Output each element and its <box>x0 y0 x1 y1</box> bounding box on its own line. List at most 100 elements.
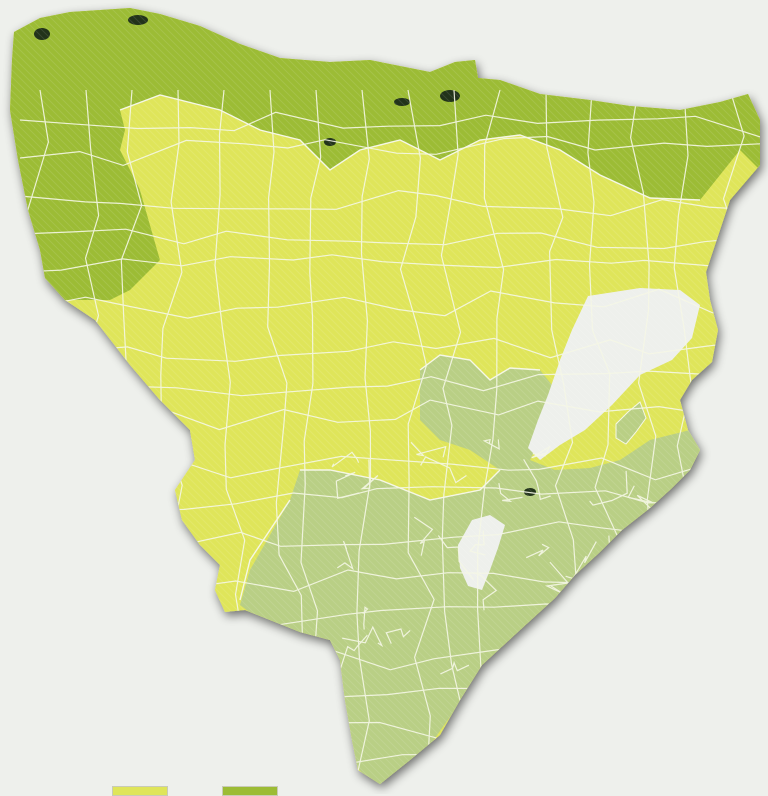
hatch-line <box>0 0 1 794</box>
islet <box>615 401 647 445</box>
municipal-border-line <box>399 89 435 784</box>
hatch-line <box>158 8 760 784</box>
municipal-border-line <box>19 228 758 250</box>
municipal-border-line <box>498 482 523 503</box>
municipal-border-line <box>410 441 447 458</box>
hatch-line <box>536 8 760 784</box>
hatch-line <box>256 8 760 784</box>
municipal-border-line <box>336 540 354 571</box>
regional-boundaries <box>119 94 701 601</box>
hatch-line <box>109 8 760 784</box>
municipal-border-line <box>19 111 760 141</box>
municipal-border-line <box>592 564 628 597</box>
hatch-line <box>620 8 760 784</box>
municipal-border-line <box>331 451 360 468</box>
municipal-border-line <box>589 470 628 506</box>
hatch-line <box>242 8 760 784</box>
hatch-line <box>417 8 760 784</box>
hatch-line <box>0 0 617 794</box>
municipal-border-line <box>342 625 384 648</box>
hatch-line <box>0 0 561 794</box>
hatch-line <box>585 8 760 784</box>
hatch-line <box>473 8 760 784</box>
municipal-border-line <box>19 288 760 319</box>
municipal-border-line <box>353 89 372 784</box>
municipal-border-line <box>19 254 760 273</box>
hatch-line <box>165 8 760 784</box>
municipal-border-line <box>335 471 360 499</box>
hatch-line <box>0 0 610 794</box>
hatch-line <box>0 0 603 794</box>
hatch-line <box>144 8 760 784</box>
municipal-border-line <box>621 583 635 606</box>
hatch-line <box>508 8 760 784</box>
hatch-line <box>543 8 760 784</box>
hatch-line <box>116 8 760 784</box>
hatch-line <box>459 8 760 784</box>
municipal-border-line <box>420 456 467 484</box>
municipal-border-line <box>473 571 498 611</box>
hatch-line <box>214 8 760 784</box>
hatch-line <box>263 8 760 784</box>
hatch-line <box>606 8 760 784</box>
hatch-line <box>557 8 760 784</box>
municipal-border-line <box>650 645 692 675</box>
hatch-line <box>389 8 760 784</box>
hatch-line <box>410 8 760 784</box>
hatch-line <box>0 0 582 794</box>
hatch-line <box>487 8 760 784</box>
bay-east <box>528 288 700 460</box>
hatch-line <box>550 8 760 784</box>
hatch-line <box>0 0 8 794</box>
hatch-line <box>501 8 760 784</box>
hatch-line <box>529 8 760 784</box>
municipal-border-line <box>19 189 758 217</box>
municipal-border-line <box>525 543 550 559</box>
municipal-border-line <box>362 606 369 630</box>
hatch-line <box>403 8 760 784</box>
water-bodies <box>458 288 700 590</box>
municipal-border-line <box>565 541 597 580</box>
hatch-line <box>249 8 760 784</box>
hatch-line <box>221 8 760 784</box>
hatch-line <box>0 0 568 794</box>
municipal-border-line <box>544 561 570 595</box>
hatch-line <box>592 8 760 784</box>
lake-south <box>458 515 505 590</box>
hatch-line <box>186 8 760 784</box>
municipal-border-line <box>627 485 657 515</box>
hatch-line <box>480 8 760 784</box>
hatch-line <box>522 8 760 784</box>
hatch-line <box>235 8 760 784</box>
hatch-line <box>200 8 760 784</box>
municipal-border-line <box>469 530 486 556</box>
hatch-line <box>466 8 760 784</box>
municipal-border-line <box>440 660 470 675</box>
hatch-line <box>270 8 760 784</box>
municipal-border-line <box>413 516 434 556</box>
municipal-border-line <box>19 135 760 167</box>
hatch-line <box>172 8 760 784</box>
hatch-line <box>193 8 760 784</box>
hatch-line <box>382 8 760 784</box>
municipal-border-line <box>440 89 464 776</box>
municipal-border-line <box>336 634 368 679</box>
municipal-border-line <box>385 628 411 644</box>
hatch-line <box>494 8 760 784</box>
hatch-line <box>599 8 760 784</box>
municipal-border-line <box>523 458 551 501</box>
hatch-line <box>228 8 760 784</box>
hatch-line <box>578 8 760 784</box>
municipal-border-line <box>531 445 552 459</box>
hatch-line <box>130 8 760 784</box>
hatch-line <box>452 8 760 784</box>
hatch-line <box>123 8 760 784</box>
legend-swatch-center <box>112 786 168 796</box>
municipal-border-line <box>561 608 587 625</box>
hatch-line <box>438 8 760 784</box>
hatch-line <box>613 8 760 784</box>
municipal-border-line <box>437 535 474 580</box>
hatch-line <box>396 8 760 784</box>
